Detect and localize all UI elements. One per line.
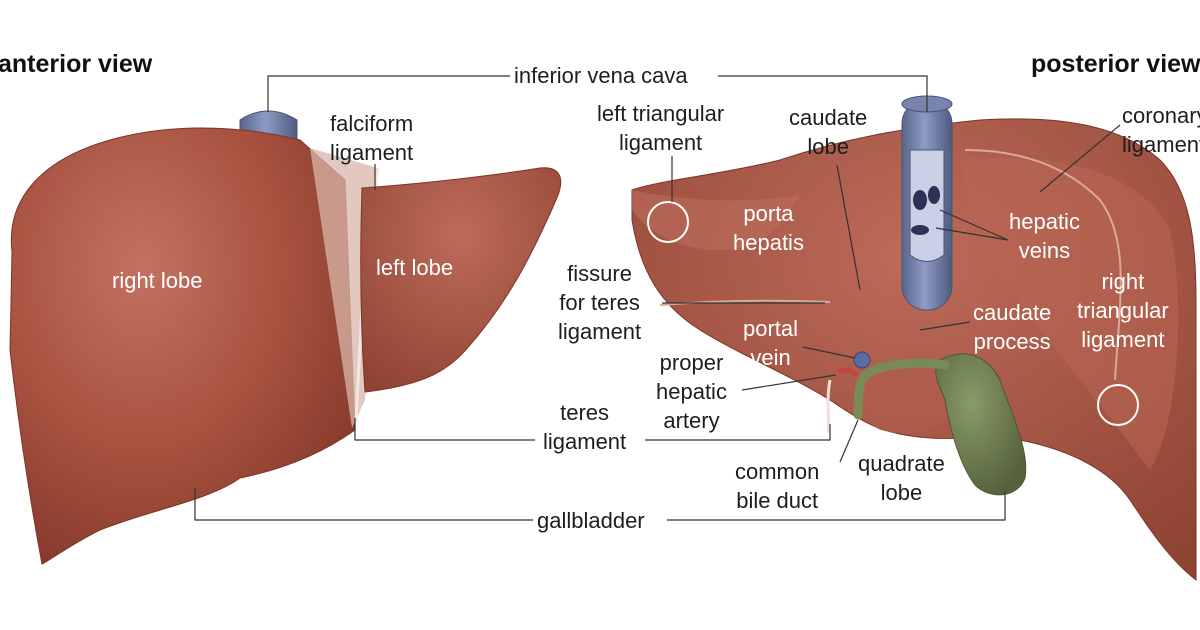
anterior-view-title: anterior view <box>0 50 152 79</box>
label-common-bile-duct: common bile duct <box>735 457 819 515</box>
label-caudate-process: caudate process <box>973 298 1051 356</box>
label-teres-ligament: teres ligament <box>543 398 626 456</box>
label-hepatic-veins: hepatic veins <box>1009 207 1080 265</box>
label-caudate-lobe: caudate lobe <box>789 103 867 161</box>
label-inferior-vena-cava: inferior vena cava <box>514 61 688 90</box>
label-gallbladder: gallbladder <box>537 506 645 535</box>
label-portal-vein: portal vein <box>743 314 798 372</box>
right-lobe-shape <box>10 128 355 564</box>
label-falciform-ligament: falciform ligament <box>330 109 413 167</box>
label-proper-hepatic-artery: proper hepatic artery <box>656 348 727 435</box>
leader-common-bile-duct <box>840 420 858 462</box>
label-fissure-for-teres-ligament: fissure for teres ligament <box>558 259 641 346</box>
label-quadrate-lobe: quadrate lobe <box>858 449 945 507</box>
label-right-lobe: right lobe <box>112 266 203 295</box>
hepatic-vein-openings <box>913 190 927 210</box>
posterior-view-title: posterior view <box>1031 50 1200 79</box>
label-left-lobe: left lobe <box>376 253 453 282</box>
portal-vein-shape <box>854 352 870 368</box>
label-left-triangular-ligament: left triangular ligament <box>597 99 724 157</box>
label-right-triangular-ligament: right triangular ligament <box>1077 267 1169 354</box>
anterior-liver <box>10 111 561 564</box>
label-coronary-ligament: coronary ligament <box>1122 101 1200 159</box>
label-porta-hepatis: porta hepatis <box>733 199 804 257</box>
